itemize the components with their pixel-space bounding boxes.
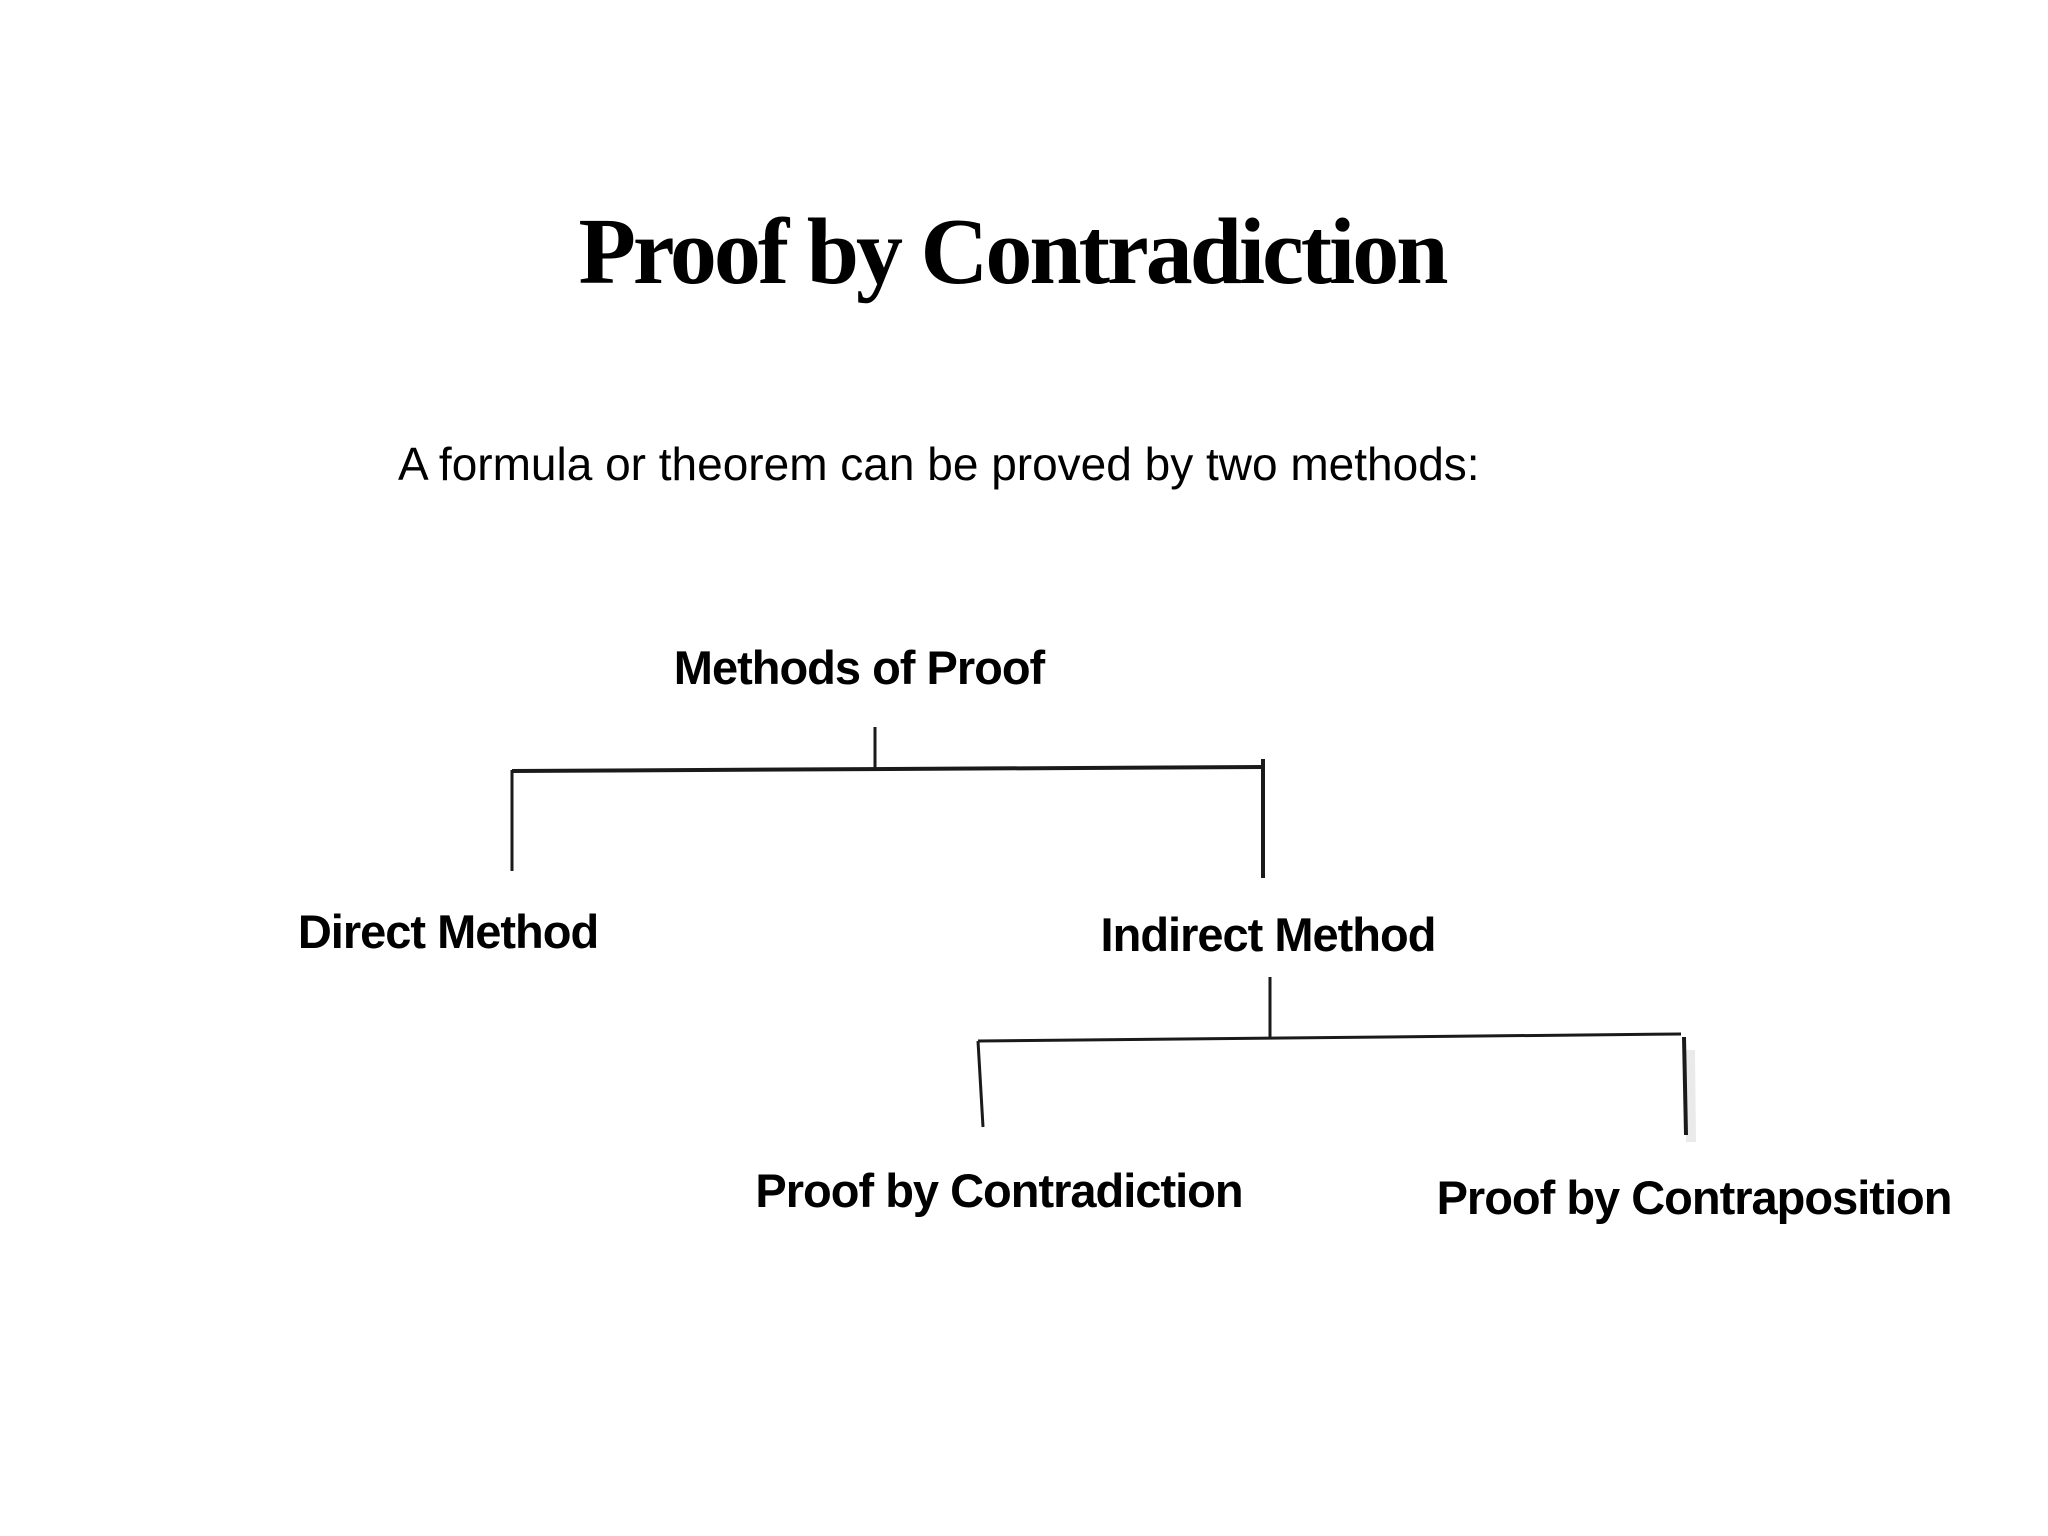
tree-node-methods-of-proof: Methods of Proof [673,641,1045,694]
tree-node-indirect-method: Indirect Method [1100,908,1437,961]
connector-contradiction-drop [976,1040,985,1128]
slide-title: Proof by Contradiction [578,200,1448,304]
connector-level1-horizontal [511,765,1264,773]
tree-node-direct-method: Direct Method [297,905,599,958]
connector-contraposition-drop [1682,1036,1688,1136]
tree-node-proof-by-contradiction: Proof by Contradiction [755,1164,1243,1217]
connector-level2-horizontal [977,1032,1682,1043]
connector-contraposition-drop-shadow [1685,1049,1696,1143]
tree-node-proof-by-contraposition: Proof by Contraposition [1436,1171,1953,1224]
slide-subtitle: A formula or theorem can be proved by tw… [398,438,1480,490]
